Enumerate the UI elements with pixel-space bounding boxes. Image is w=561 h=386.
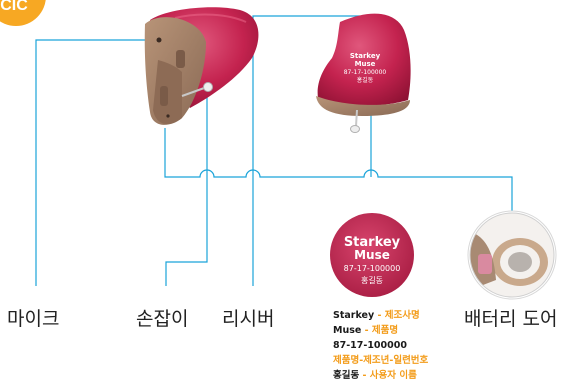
- label-battery-door: 배터리 도어: [464, 308, 558, 330]
- cic-badge: [0, 0, 46, 26]
- battery-door-closeup: [467, 210, 557, 300]
- device2-faceplate: [316, 96, 410, 116]
- legend-model-separator: -: [361, 325, 372, 336]
- legend-model-value: Muse: [333, 325, 362, 336]
- device1-vent: [160, 86, 168, 106]
- legend-serial-value: 87-17-100000: [333, 340, 407, 351]
- leader-line-microphone: [35, 39, 159, 286]
- legend-row-brand: Starkey - 제조사명: [333, 308, 428, 323]
- closeup-serial: 87-17-100000: [344, 264, 401, 273]
- closeup-brand: Starkey: [344, 235, 401, 250]
- imprint-closeup-disc: [330, 213, 414, 297]
- legend-brand-separator: -: [374, 310, 385, 321]
- legend-brand-value: Starkey: [333, 310, 375, 321]
- device1-shell-speckle: [174, 13, 247, 23]
- label-handle: 손잡이: [136, 308, 189, 330]
- hearing-aid-back-view: Starkey Muse 87-17-100000 홍길동: [316, 13, 411, 133]
- imprint-legend: Starkey - 제조사명 Muse - 제품명 87-17-100000 제…: [333, 308, 428, 383]
- legend-owner-value: 홍길동: [333, 370, 360, 381]
- device2-shell: [317, 13, 411, 106]
- cic-badge-text: CIC: [0, 0, 28, 14]
- label-microphone: 마이크: [7, 308, 60, 330]
- hearing-aid-side-view: [144, 7, 259, 125]
- legend-brand-desc: 제조사명: [384, 310, 420, 321]
- microphone-port: [156, 37, 162, 43]
- removal-handle: [181, 86, 208, 97]
- device2-imprint-serial: 87-17-100000: [344, 69, 387, 76]
- legend-model-desc: 제품명: [371, 325, 399, 336]
- imprint-closeup: Starkey Muse 87-17-100000 홍길동: [328, 211, 416, 299]
- device2-receiver-stem: [355, 109, 358, 127]
- device2-imprint-brand: Starkey: [350, 52, 381, 60]
- leader-line-receiver: [252, 15, 360, 286]
- closeup-owner: 홍길동: [361, 275, 383, 285]
- device1-screw: [166, 114, 170, 118]
- legend-owner-separator: -: [359, 370, 370, 381]
- legend-row-serial: 87-17-100000: [333, 338, 428, 353]
- battery-door-notch: [176, 50, 185, 68]
- legend-owner-desc: 사용자 이름: [369, 370, 417, 381]
- removal-handle-tip: [203, 82, 213, 92]
- legend-serial-desc: 제품명-제조년-일련번호: [333, 355, 429, 366]
- leader-line-handle: [165, 92, 208, 286]
- leader-lines: [35, 15, 513, 286]
- device2-imprint-owner: 홍길동: [357, 76, 374, 84]
- label-receiver: 리시버: [222, 308, 275, 330]
- leader-line-connector: [164, 128, 513, 214]
- device2-imprint-model: Muse: [355, 60, 376, 68]
- legend-row-serial-desc: 제품명-제조년-일련번호: [333, 353, 428, 368]
- closeup-model: Muse: [354, 248, 390, 262]
- legend-row-owner: 홍길동 - 사용자 이름: [333, 368, 428, 383]
- legend-row-model: Muse - 제품명: [333, 323, 428, 338]
- device2-receiver-tip: [350, 125, 360, 133]
